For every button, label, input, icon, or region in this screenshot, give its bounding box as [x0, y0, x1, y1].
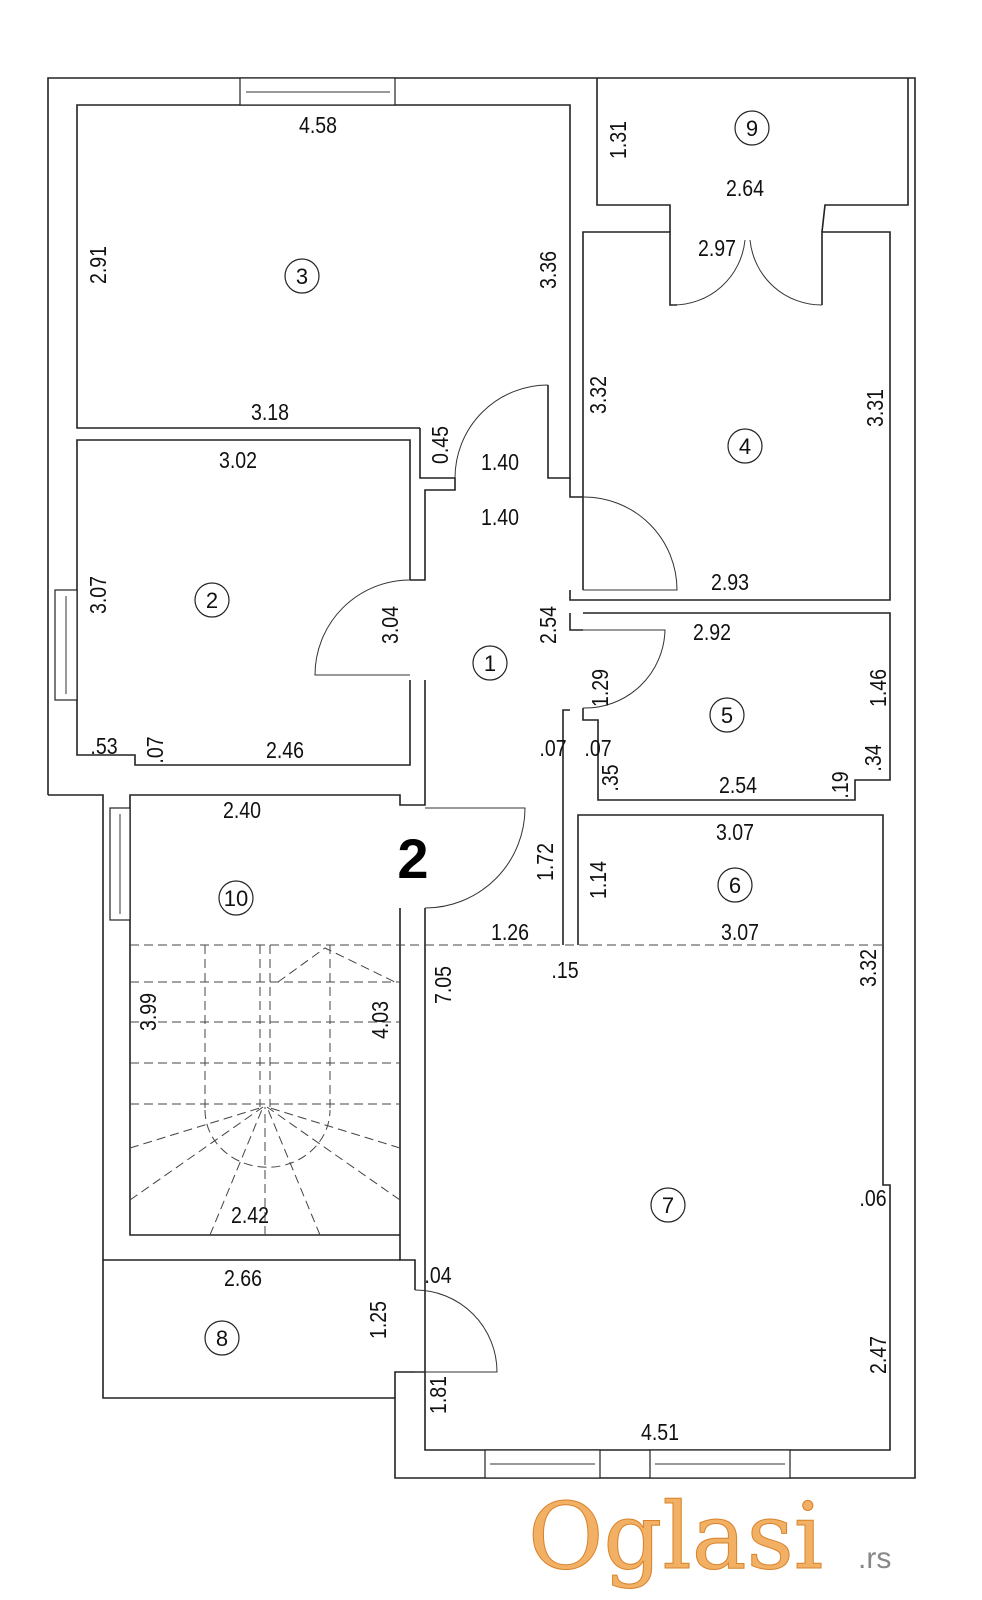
dimension-label: 2.66 — [224, 1266, 262, 1292]
dimension-label: 2.64 — [726, 176, 764, 202]
dimension-label: 2.40 — [223, 798, 261, 824]
room-marker-circle — [204, 1320, 240, 1356]
room-number: 9 — [746, 116, 758, 141]
dimension-label: 1.72 — [533, 843, 559, 881]
dimension-label: .06 — [859, 1186, 886, 1212]
dimension-label: 3.32 — [856, 949, 882, 987]
room-marker-circle — [284, 258, 320, 294]
dimension-label: 1.81 — [426, 1376, 452, 1414]
dimension-label: 1.40 — [481, 450, 519, 476]
dimension-label: 3.36 — [536, 251, 562, 289]
room-number: 1 — [484, 651, 496, 676]
room-marker: 7 — [650, 1187, 686, 1223]
doors — [314, 239, 823, 1373]
dimension-label: 1.14 — [586, 861, 612, 899]
dimension-label: .35 — [598, 764, 624, 791]
watermark-tld: .rs — [858, 1542, 891, 1575]
dimension-label: 4.58 — [299, 113, 337, 139]
room-number: 8 — [216, 1326, 228, 1351]
room-marker-circle — [717, 867, 753, 903]
room-marker-circle — [727, 428, 763, 464]
room-number: 2 — [206, 588, 218, 613]
watermark: Oglasi .rs — [528, 1483, 892, 1591]
walls — [47, 77, 916, 1479]
room-marker-circle — [194, 582, 230, 618]
dimension-label: .19 — [828, 771, 854, 798]
dimension-label: 7.05 — [431, 966, 457, 1004]
room-marker-circle — [650, 1187, 686, 1223]
dimension-label: .34 — [861, 744, 887, 771]
dimension-label: 2.91 — [86, 246, 112, 284]
dimension-label: 2.97 — [698, 236, 736, 262]
dimension-label: 2.92 — [693, 620, 731, 646]
room-marker-circle — [734, 110, 770, 146]
staircase — [129, 944, 425, 1236]
room-number: 6 — [729, 873, 741, 898]
room-marker: 3 — [284, 258, 320, 294]
room-marker-circle — [709, 697, 745, 733]
dimension-label: 3.18 — [251, 400, 289, 426]
floor-number-label: 2 — [397, 827, 428, 890]
dimension-label: 1.29 — [588, 669, 614, 707]
dimension-label: 4.51 — [641, 1420, 679, 1446]
dimension-label: .04 — [424, 1263, 451, 1289]
dimension-label: 2.46 — [266, 738, 304, 764]
dimension-label: 3.32 — [586, 376, 612, 414]
room-marker: 10 — [218, 880, 254, 916]
room-number: 7 — [662, 1193, 674, 1218]
dimension-label: 3.07 — [721, 920, 759, 946]
room-number: 10 — [224, 886, 248, 911]
room-marker: 6 — [717, 867, 753, 903]
dimension-label: 2.54 — [719, 773, 757, 799]
room-marker-circle — [218, 880, 254, 916]
dimension-label: .07 — [539, 736, 566, 762]
dimension-label: .07 — [584, 736, 611, 762]
dimension-label: 1.25 — [366, 1301, 392, 1339]
dimension-label: 4.03 — [368, 1001, 394, 1039]
windows — [54, 77, 791, 1479]
room-marker: 5 — [709, 697, 745, 733]
room-marker: 1 — [472, 645, 508, 681]
room-marker-circle — [472, 645, 508, 681]
dimension-label: 0.45 — [428, 426, 454, 464]
dimension-label: 3.07 — [86, 576, 112, 614]
dimension-label: 3.07 — [716, 820, 754, 846]
room-marker: 4 — [727, 428, 763, 464]
dimension-label: 3.02 — [219, 448, 257, 474]
room-marker: 2 — [194, 582, 230, 618]
dimension-label: 2.93 — [711, 570, 749, 596]
dimension-label: 1.40 — [481, 505, 519, 531]
dimension-label: 1.26 — [491, 920, 529, 946]
room-number-markers: 1 2 3 4 5 6 7 8 9 10 — [194, 110, 770, 1356]
room-number: 3 — [296, 264, 308, 289]
dimension-label: 1.31 — [606, 121, 632, 159]
dimension-label: 1.46 — [866, 669, 892, 707]
room-number: 4 — [739, 434, 751, 459]
dimension-label: 2.42 — [231, 1203, 269, 1229]
room-number: 5 — [721, 703, 733, 728]
dimension-label: 3.31 — [863, 389, 889, 427]
dimension-label: 3.04 — [378, 606, 404, 644]
room-marker: 8 — [204, 1320, 240, 1356]
dimension-label: 2.54 — [536, 606, 562, 644]
dimension-label: .07 — [143, 736, 169, 763]
watermark-brand: Oglasi — [528, 1483, 823, 1590]
dimension-label: .15 — [551, 958, 578, 984]
dimension-label: 3.99 — [136, 993, 162, 1031]
dimension-label: 2.47 — [866, 1336, 892, 1374]
dimension-label: .53 — [90, 734, 117, 760]
room-marker: 9 — [734, 110, 770, 146]
